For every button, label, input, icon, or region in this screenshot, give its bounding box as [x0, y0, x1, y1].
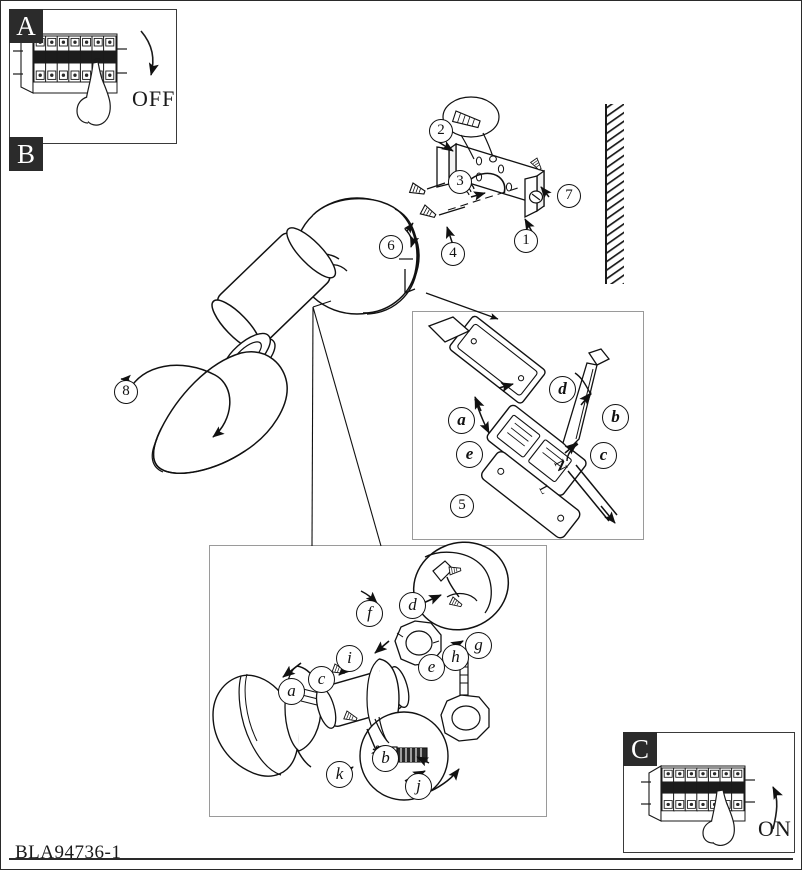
footer-rule [9, 858, 793, 860]
callout-number-2: 2 [429, 119, 453, 143]
part-number: BLA94736-1 [15, 842, 122, 863]
callout-number-6: 6 [379, 235, 403, 259]
callout-number-3: 3 [448, 170, 472, 194]
callout-letter-exp-j: j [405, 773, 432, 800]
callout-letter-exp-i: i [336, 645, 363, 672]
callout-letter-exp-h: h [442, 644, 469, 671]
callout-number-5: 5 [450, 494, 474, 518]
mounting-bracket [409, 96, 552, 246]
callout-letter-exp-f: f [356, 600, 383, 627]
callout-letter-wiring-e: e [456, 441, 483, 468]
panel-a-caption: OFF [132, 86, 176, 111]
panel-label-a: A [9, 9, 43, 43]
callout-letter-exp-e: e [418, 654, 445, 681]
panel-c-caption: ON [758, 816, 792, 841]
callout-letter-exp-g: g [465, 632, 492, 659]
callout-letter-exp-b: b [372, 745, 399, 772]
callout-letter-exp-c: c [308, 666, 335, 693]
callout-number-1: 1 [514, 229, 538, 253]
panel-label-c: C [623, 732, 657, 766]
exploded-view-box [209, 545, 547, 817]
callout-letter-wiring-c: c [590, 442, 617, 469]
callout-letter-exp-k: k [326, 761, 353, 788]
callout-letter-exp-a: a [278, 678, 305, 705]
wall-hatch [605, 104, 624, 284]
callout-number-8: 8 [114, 380, 138, 404]
callout-letter-wiring-a: a [448, 407, 475, 434]
callout-letter-wiring-b: b [602, 404, 629, 431]
callout-number-4: 4 [441, 242, 465, 266]
callout-number-7: 7 [557, 184, 581, 208]
callout-letter-wiring-d: d [549, 376, 576, 403]
callout-letter-exp-d: d [399, 592, 426, 619]
panel-label-b: B [9, 137, 43, 171]
